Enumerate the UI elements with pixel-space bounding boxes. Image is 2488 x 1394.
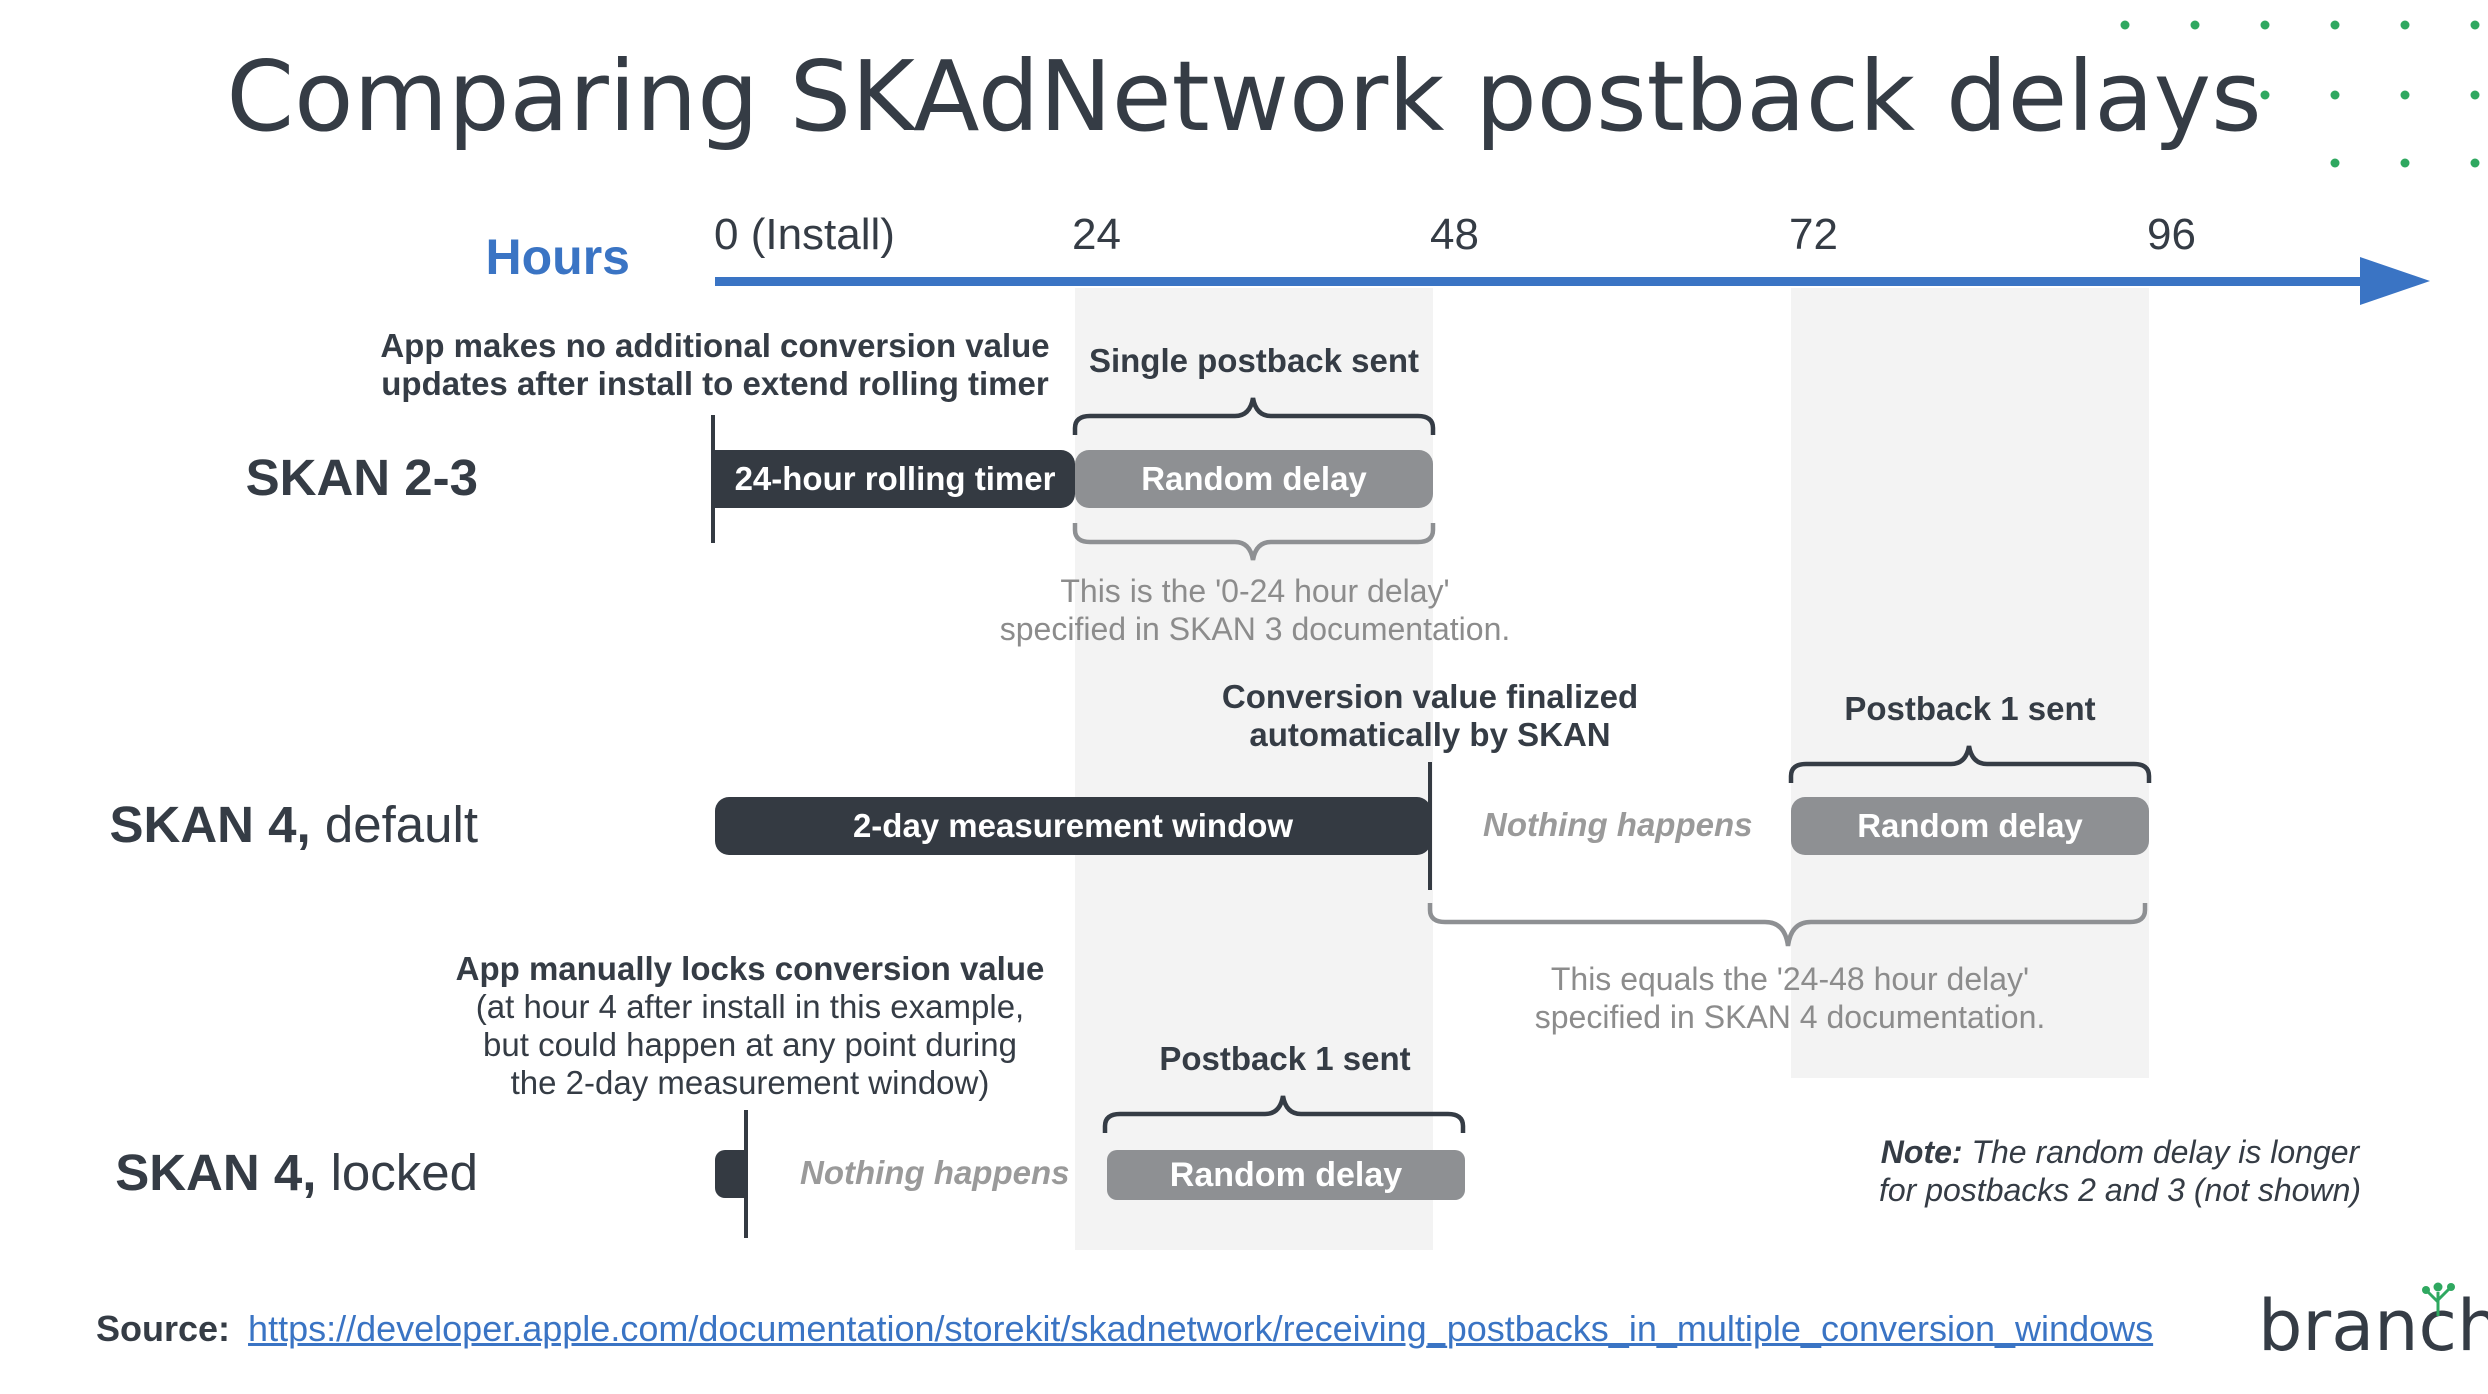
decorative-dots-icon	[2120, 20, 2480, 168]
nothing-happens-label: Nothing happens	[1483, 806, 1753, 843]
row-label-skan-2-3: SKAN 2-3	[245, 449, 478, 506]
brace-bottom-icon	[1072, 523, 1436, 561]
axis-label: Hours	[485, 229, 630, 285]
lock-marker	[744, 1110, 748, 1238]
source-link[interactable]: https://developer.apple.com/documentatio…	[248, 1308, 2154, 1349]
skan4-delay-explanation: This equals the '24-48 hour delay'specif…	[1534, 961, 2046, 1035]
finalize-marker	[1428, 762, 1432, 890]
lock-window-bar	[715, 1150, 745, 1198]
tick-label-72: 72	[1789, 210, 1838, 259]
rolling-timer-note: App makes no additional conversion value…	[380, 327, 1050, 402]
row-label-skan-4-default: SKAN 4, default	[109, 796, 478, 853]
random-delay-bar: Random delay	[1075, 450, 1433, 508]
postback-1-sent-label: Postback 1 sent	[1844, 690, 2096, 727]
source-line: Source: https://developer.apple.com/docum…	[96, 1308, 2153, 1350]
postback-1-sent-label: Postback 1 sent	[1159, 1040, 1411, 1077]
manual-lock-note: App manually locks conversion value (at …	[455, 950, 1045, 1101]
install-marker	[711, 415, 715, 543]
brace-wide-icon	[1427, 903, 2148, 947]
random-delay-footnote: Note: The random delay is longer for pos…	[1878, 1134, 2362, 1208]
brace-top-icon	[1102, 1095, 1466, 1133]
timeline-arrow-icon	[715, 257, 2430, 305]
logo-sprout-icon	[2422, 1282, 2455, 1316]
tick-label-24: 24	[1072, 210, 1121, 259]
rolling-timer-bar: 24-hour rolling timer	[715, 450, 1075, 508]
skan3-delay-explanation: This is the '0-24 hour delay'specified i…	[999, 573, 1511, 647]
source-label: Source:	[96, 1308, 231, 1349]
random-delay-bar: Random delay	[1791, 797, 2149, 855]
tick-label-48: 48	[1430, 210, 1479, 259]
measurement-window-bar: 2-day measurement window	[715, 797, 1431, 855]
page-title: Comparing SKAdNetwork postback delays	[226, 40, 2262, 153]
nothing-happens-label: Nothing happens	[800, 1154, 1070, 1191]
tick-label-96: 96	[2147, 210, 2196, 259]
shade-band-72-96	[1791, 288, 2149, 1078]
brace-top-icon	[1072, 397, 1436, 435]
brace-top-icon	[1788, 745, 2152, 783]
single-postback-label: Single postback sent	[1088, 342, 1420, 379]
row-label-skan-4-locked: SKAN 4, locked	[115, 1144, 478, 1201]
random-delay-bar: Random delay	[1107, 1150, 1465, 1200]
tick-label-0: 0 (Install)	[714, 210, 895, 259]
branch-logo: branch	[2258, 1285, 2488, 1367]
shade-band-24-48	[1075, 288, 1433, 1250]
